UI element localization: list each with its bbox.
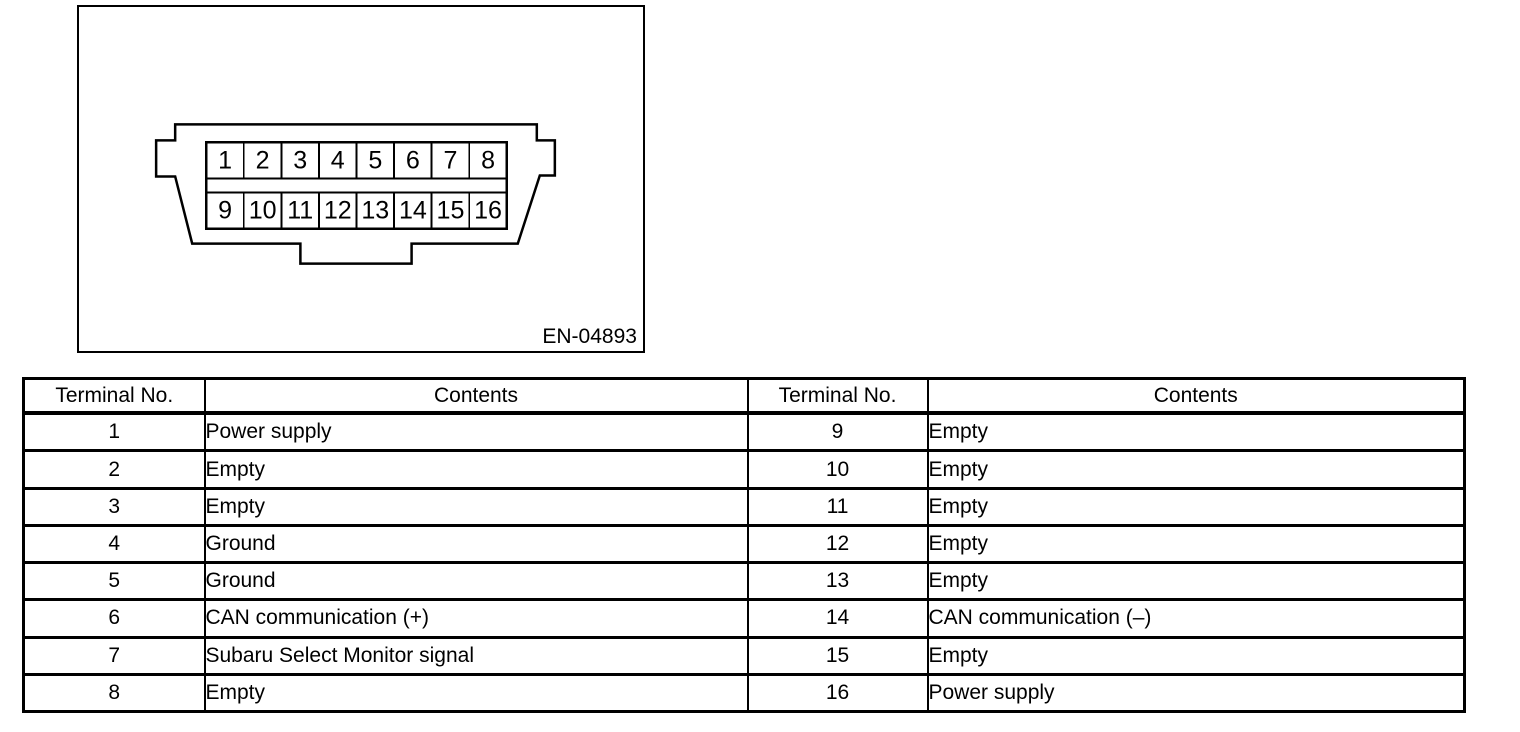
- contents-cell: Power supply: [203, 411, 749, 453]
- contents-cell: Subaru Select Monitor signal: [203, 635, 749, 676]
- contents-cell: Ground: [203, 561, 749, 602]
- contents-cell: Empty: [203, 449, 749, 490]
- contents-cell: CAN communication (–): [926, 598, 1466, 639]
- terminal-cell: 2: [22, 449, 206, 490]
- pin-number-label: 16: [474, 197, 502, 225]
- terminal-cell: 5: [22, 561, 206, 602]
- contents-cell: Empty: [203, 486, 749, 527]
- terminal-cell: 11: [746, 486, 929, 527]
- terminal-cell: 14: [746, 598, 929, 639]
- contents-cell: Empty: [926, 523, 1466, 565]
- col-header-terminal-left: Terminal No.: [22, 377, 206, 415]
- col-header-contents-right: Contents: [926, 377, 1466, 415]
- pin-number-label: 10: [249, 197, 277, 225]
- table-row: 5 Ground 13 Empty: [22, 561, 1466, 602]
- pin-number-label: 11: [287, 197, 313, 225]
- col-header-terminal-right: Terminal No.: [746, 377, 929, 415]
- table-row: 2 Empty 10 Empty: [22, 449, 1466, 490]
- table-row: 1 Power supply 9 Empty: [22, 411, 1466, 453]
- terminal-cell: 7: [22, 635, 206, 676]
- terminal-cell: 13: [746, 561, 929, 602]
- col-header-contents-left: Contents: [203, 377, 749, 415]
- connector-figure: 1 2 3 4 5 6 7 8 9 10 11 12 13 14 15 16 E…: [77, 5, 645, 353]
- terminal-cell: 9: [746, 411, 929, 453]
- terminal-cell: 12: [746, 523, 929, 565]
- table-row: 4 Ground 12 Empty: [22, 523, 1466, 565]
- pin-number-label: 13: [361, 197, 389, 225]
- terminal-table: Terminal No. Contents Terminal No. Conte…: [22, 377, 1466, 714]
- table-row: 8 Empty 16 Power supply: [22, 672, 1466, 714]
- pin-number-label: 3: [293, 146, 307, 174]
- contents-cell: Empty: [926, 486, 1466, 527]
- terminal-cell: 1: [22, 411, 206, 453]
- terminal-cell: 4: [22, 523, 206, 565]
- pin-number-label: 4: [331, 146, 345, 174]
- terminal-cell: 3: [22, 486, 206, 527]
- pin-number-label: 2: [256, 146, 270, 174]
- pin-number-label: 12: [324, 197, 352, 225]
- pin-number-label: 6: [406, 146, 420, 174]
- contents-cell: Power supply: [926, 672, 1466, 714]
- terminal-cell: 15: [746, 635, 929, 676]
- terminal-cell: 6: [22, 598, 206, 639]
- pin-number-label: 5: [368, 146, 382, 174]
- table-row: 6 CAN communication (+) 14 CAN communica…: [22, 598, 1466, 639]
- figure-id-label: EN-04893: [542, 325, 637, 348]
- contents-cell: Ground: [203, 523, 749, 565]
- contents-cell: Empty: [926, 449, 1466, 490]
- pin-number-label: 8: [481, 146, 495, 174]
- contents-cell: Empty: [203, 672, 749, 714]
- pin-number-label: 14: [399, 197, 427, 225]
- contents-cell: Empty: [926, 635, 1466, 676]
- pin-number-label: 9: [218, 197, 232, 225]
- table-row: 3 Empty 11 Empty: [22, 486, 1466, 527]
- pin-number-label: 1: [218, 146, 232, 174]
- table-header-row: Terminal No. Contents Terminal No. Conte…: [22, 377, 1466, 415]
- contents-cell: Empty: [926, 411, 1466, 453]
- contents-cell: Empty: [926, 561, 1466, 602]
- pin-number-label: 7: [443, 146, 457, 174]
- terminal-cell: 10: [746, 449, 929, 490]
- table-row: 7 Subaru Select Monitor signal 15 Empty: [22, 635, 1466, 676]
- terminal-cell: 16: [746, 672, 929, 714]
- dlc-connector-diagram: 1 2 3 4 5 6 7 8 9 10 11 12 13 14 15 16 E…: [154, 123, 637, 348]
- pin-number-label: 15: [437, 197, 465, 225]
- terminal-cell: 8: [22, 672, 206, 714]
- contents-cell: CAN communication (+): [203, 598, 749, 639]
